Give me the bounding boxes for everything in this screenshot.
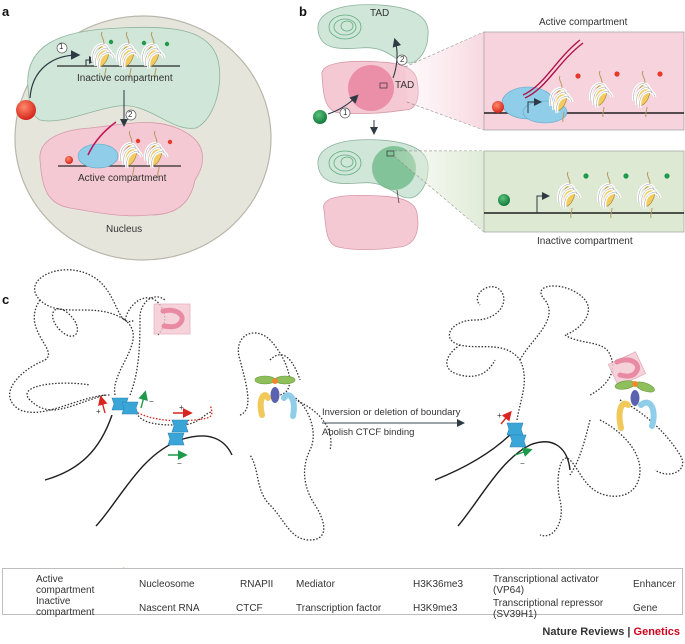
- legend-label: compartment: [36, 606, 95, 618]
- repressor-b: [313, 110, 327, 124]
- legend-activator: Transcriptional activator(VP64): [493, 574, 599, 596]
- legend-gene: Gene: [633, 603, 658, 614]
- journal-name: Nature Reviews: [542, 626, 625, 638]
- active-compartment-label-a: Active compartment: [78, 173, 167, 184]
- legend-label: Transcriptional repressor: [493, 598, 604, 609]
- journal-section: Genetics: [633, 626, 680, 638]
- rnapii-a: [77, 143, 119, 169]
- legend-label: compartment: [36, 584, 95, 596]
- journal-credit: Nature Reviews | Genetics: [542, 626, 680, 638]
- ctcf-mid-2: [167, 432, 185, 446]
- panel-c-label: c: [2, 292, 10, 307]
- transition-label-line2: Abolish CTCF binding: [322, 427, 415, 438]
- step-1-b: 1: [343, 108, 348, 117]
- minus-sign-2: −: [177, 459, 182, 468]
- legend-repressor: Transcriptional repressor(SV39H1): [493, 598, 604, 620]
- plus-sign-1: +: [96, 407, 101, 416]
- legend-enhancer: Enhancer: [633, 579, 676, 590]
- ctcf-right-2: [509, 434, 527, 448]
- legend-label: (VP64): [493, 584, 525, 596]
- legend-mediator: Mediator: [296, 579, 335, 590]
- active-compartment-b-bottom: [323, 194, 419, 251]
- tad-label-middle: TAD: [395, 80, 415, 91]
- tad-active-b: [348, 65, 394, 111]
- legend-ctcf: CTCF: [236, 603, 263, 614]
- ctcf-left-2: [121, 401, 139, 415]
- legend-label: Active: [36, 574, 64, 585]
- legend-nucleosome: Nucleosome: [139, 579, 195, 590]
- ctcf-mid-1: [171, 419, 189, 433]
- legend-nascent-rna: Nascent RNA: [139, 603, 200, 614]
- activator-a: [16, 100, 36, 120]
- legend: [2, 568, 683, 615]
- panel-b-label: b: [299, 4, 307, 19]
- legend-h3k9me3: H3K9me3: [413, 603, 458, 614]
- step-1-a: 1: [59, 42, 64, 51]
- transition-label-line1: Inversion or deletion of boundary: [322, 407, 461, 418]
- legend-rnapii: RNAPII: [240, 579, 274, 590]
- legend-label: (SV39H1): [493, 608, 537, 620]
- inactive-compartment-label-a: Inactive compartment: [77, 73, 173, 84]
- nucleus-label: Nucleus: [106, 224, 143, 235]
- plus-sign-2: +: [179, 403, 184, 412]
- tad-label-top: TAD: [370, 8, 390, 19]
- chromatin-fiber-right: [446, 285, 684, 537]
- active-compartment-box-title: Active compartment: [539, 17, 628, 28]
- separator: |: [624, 626, 634, 638]
- panel-a-label: a: [2, 4, 10, 19]
- active-compartment-a: [39, 122, 204, 217]
- legend-transcription-factor: Transcription factor: [296, 603, 382, 614]
- minus-sign-3: −: [520, 459, 525, 468]
- step-2-b: 2: [400, 55, 405, 64]
- step-2-a: 2: [128, 110, 133, 119]
- inactive-compartment-box-title: Inactive compartment: [537, 236, 633, 247]
- plus-sign-3: +: [497, 411, 502, 420]
- legend-label: Transcriptional activator: [493, 574, 599, 585]
- ctcf-right-1: [506, 422, 524, 436]
- legend-label: Inactive: [36, 596, 71, 607]
- legend-h3k36me3: H3K36me3: [413, 579, 464, 590]
- minus-sign-1: −: [149, 397, 154, 406]
